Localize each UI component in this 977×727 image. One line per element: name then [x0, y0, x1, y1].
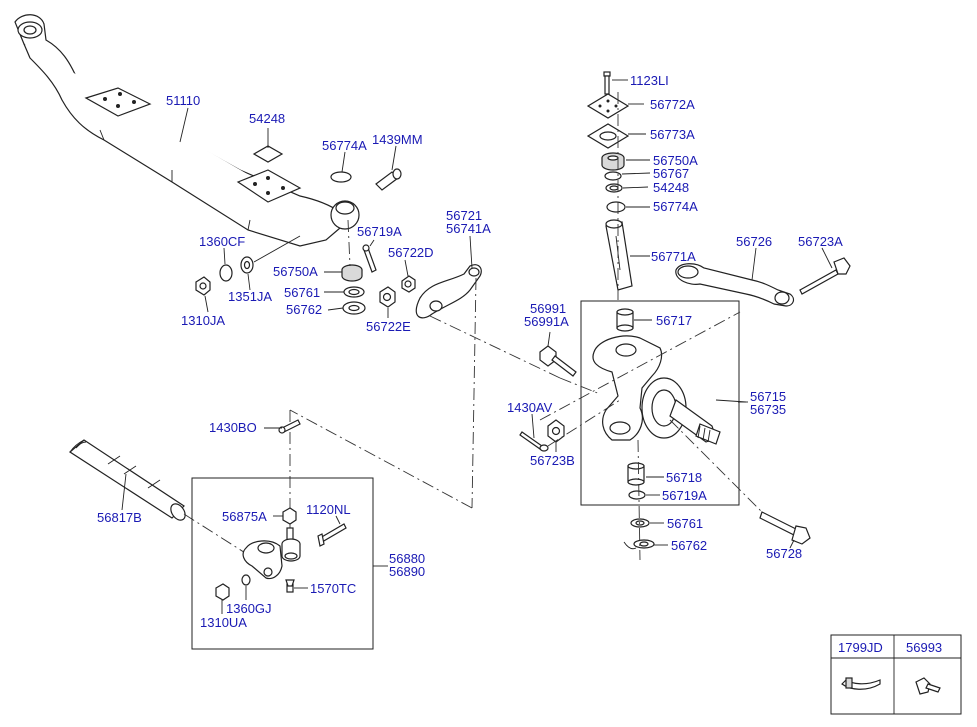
label-56762-right: 56762 — [671, 538, 707, 553]
bolt-icon — [915, 677, 941, 695]
label-56817B: 56817B — [97, 510, 142, 525]
washer-56774A-left — [330, 151, 352, 183]
bushing-56717 — [616, 308, 652, 332]
label-56723A: 56723A — [798, 234, 843, 249]
label-56728: 56728 — [766, 546, 802, 561]
cotter-pin-1430BO — [264, 419, 301, 434]
washer-54248-right — [605, 183, 649, 193]
nut-1310UA — [215, 583, 230, 614]
seal-56767 — [604, 171, 651, 181]
label-56773A: 56773A — [650, 127, 695, 142]
tie-rod-56817B — [68, 439, 251, 557]
nut-1310JA — [195, 276, 211, 313]
label-56761-right: 56761 — [667, 516, 703, 531]
label-56767: 56767 — [653, 166, 689, 181]
part-labels: 51110 54248 56774A 1439MM 1360CF 56719A … — [97, 73, 942, 655]
gasket-56773A — [586, 123, 646, 149]
bolt-1120NL — [317, 515, 347, 547]
shim-56762-right — [623, 539, 668, 550]
label-56762-left: 56762 — [286, 302, 322, 317]
label-56880: 56880 — [389, 551, 425, 566]
label-56772A: 56772A — [650, 97, 695, 112]
label-56771A: 56771A — [651, 249, 696, 264]
bushing-56718 — [627, 462, 664, 486]
nut-56722D — [401, 259, 416, 293]
tie-rod-end-56880 — [242, 527, 301, 580]
label-1430BO: 1430BO — [209, 420, 257, 435]
nipple-1570TC — [285, 579, 308, 593]
clip-icon — [841, 677, 881, 690]
nut-56722E — [379, 286, 396, 318]
bolt-56723A — [799, 247, 851, 295]
bolt-56728 — [759, 511, 811, 549]
label-54248-axle: 54248 — [249, 111, 285, 126]
ring-56774A-right — [606, 201, 650, 213]
legend-col2-label: 56993 — [906, 640, 942, 655]
label-56726: 56726 — [736, 234, 772, 249]
bolt-1123LI — [603, 71, 628, 95]
label-56719A-left: 56719A — [357, 224, 402, 239]
label-54248-right: 54248 — [653, 180, 689, 195]
label-56750A-right: 56750A — [653, 153, 698, 168]
label-56761-left: 56761 — [284, 285, 320, 300]
knuckle-box — [580, 300, 740, 506]
legend-col1-label: 1799JD — [838, 640, 883, 655]
label-1120NL: 1120NL — [306, 502, 351, 517]
label-1439MM: 1439MM — [372, 132, 423, 147]
shim-56762-left — [327, 301, 366, 315]
label-1360CF: 1360CF — [199, 234, 245, 249]
nut-56723B — [547, 419, 565, 452]
label-56715: 56715 — [750, 389, 786, 404]
label-1123LI: 1123LI — [630, 73, 669, 88]
label-56875A: 56875A — [222, 509, 267, 524]
label-56718: 56718 — [666, 470, 702, 485]
shim-56761-left — [324, 286, 365, 298]
cotter-pin-1430AV — [519, 413, 549, 452]
bolt-56991 — [539, 331, 577, 377]
assembly-lines — [289, 92, 763, 561]
label-1430AV: 1430AV — [507, 400, 553, 415]
label-1360GJ: 1360GJ — [226, 601, 272, 616]
axle-beam — [14, 14, 360, 247]
label-56890: 56890 — [389, 564, 425, 579]
plate-56772A — [586, 93, 644, 119]
tie-rod-end-box — [191, 477, 374, 650]
cotter-pin-56719A-left — [362, 239, 377, 273]
kingpin-56771A — [605, 219, 650, 291]
legend-table — [830, 634, 962, 715]
washer-1360CF — [219, 247, 233, 282]
label-56991: 56991 — [530, 301, 566, 316]
bolt-1439MM — [375, 145, 402, 191]
label-56717: 56717 — [656, 313, 692, 328]
label-1310JA: 1310JA — [181, 313, 225, 328]
label-56722E: 56722E — [366, 319, 411, 334]
label-56721: 56721 — [446, 208, 482, 223]
label-51110: 51110 — [166, 93, 200, 108]
label-56723B: 56723B — [530, 453, 575, 468]
label-56774A-right: 56774A — [653, 199, 698, 214]
washer-1360GJ — [241, 574, 251, 600]
bearing-56750A-right — [601, 152, 650, 171]
label-1310UA: 1310UA — [200, 615, 247, 630]
tie-rod-arm-56726 — [675, 247, 795, 307]
label-56750A-left: 56750A — [273, 264, 318, 279]
oring-56719A-right — [628, 490, 660, 500]
washer-1351JA — [240, 235, 301, 291]
shim-56761-right — [630, 518, 664, 528]
label-56991A: 56991A — [524, 314, 569, 329]
knuckle-56715 — [592, 335, 747, 445]
label-56722D: 56722D — [388, 245, 434, 260]
label-56741A: 56741A — [446, 221, 491, 236]
plate-54248 — [252, 128, 284, 163]
label-56774A-left: 56774A — [322, 138, 367, 153]
nut-56875A — [273, 507, 297, 525]
bearing-56750A-left — [324, 264, 363, 282]
steering-arm-56721 — [415, 235, 482, 319]
label-1351JA: 1351JA — [228, 289, 272, 304]
label-1570TC: 1570TC — [310, 581, 356, 596]
label-56719A-right: 56719A — [662, 488, 707, 503]
label-56735: 56735 — [750, 402, 786, 417]
